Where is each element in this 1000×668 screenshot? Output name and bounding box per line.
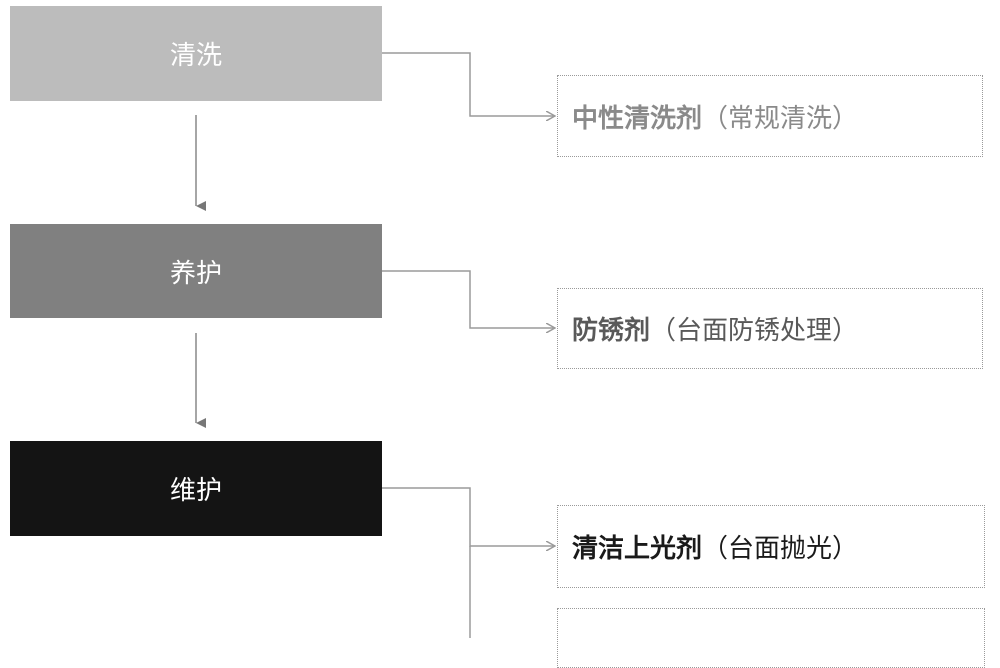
option-box-polish: 清洁上光剂（台面抛光） bbox=[557, 505, 985, 588]
option-note: （常规清洗） bbox=[702, 103, 859, 134]
connector-2 bbox=[382, 270, 555, 328]
option-name: 清洁上光剂 bbox=[572, 534, 703, 564]
option-box-neutral-cleaner: 中性清洗剂（常规清洗） bbox=[557, 75, 983, 157]
connector-3 bbox=[382, 487, 555, 546]
step-box-maintain: 维护 bbox=[10, 441, 382, 536]
option-name: 防锈剂 bbox=[572, 316, 651, 346]
step-label-care: 养护 bbox=[169, 258, 222, 289]
option-box-antirust: 防锈剂（台面防锈处理） bbox=[557, 288, 983, 369]
step-box-care: 养护 bbox=[10, 224, 382, 318]
step-box-clean: 清洗 bbox=[10, 6, 382, 101]
option-note: （台面防锈处理） bbox=[650, 316, 859, 346]
connector-1 bbox=[382, 52, 555, 116]
option-note: （台面抛光） bbox=[702, 534, 859, 564]
step-label-maintain: 维护 bbox=[169, 476, 222, 506]
option-name: 中性清洗剂 bbox=[572, 103, 703, 134]
step-label-clean: 清洗 bbox=[169, 41, 222, 71]
option-box-truncated bbox=[557, 608, 985, 668]
